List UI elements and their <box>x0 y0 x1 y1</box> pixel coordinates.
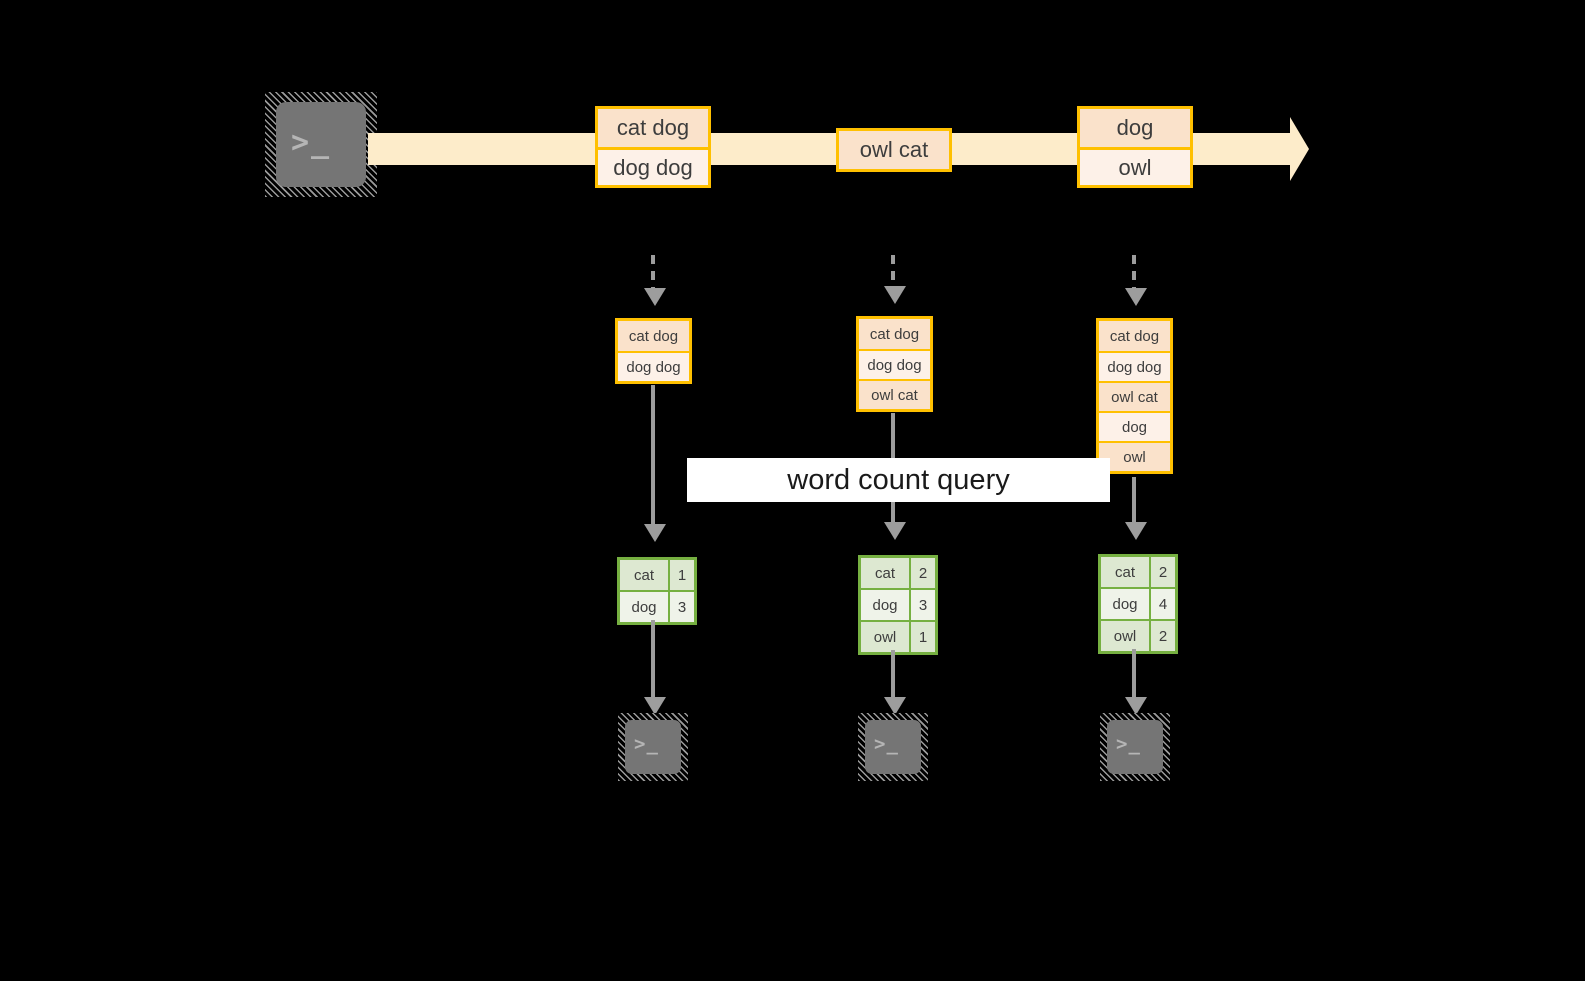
result-count: 2 <box>1149 557 1175 587</box>
sink-terminal-icon: >_ <box>618 713 688 781</box>
stream-event-box: owl cat <box>836 128 952 172</box>
stream-event-line: dog <box>1080 109 1190 147</box>
query-flow-line <box>1132 477 1136 525</box>
query-flow-arrowhead <box>644 524 666 542</box>
stream-event-line: owl <box>1080 147 1190 185</box>
accumulated-event-line: dog <box>1099 411 1170 441</box>
result-word: owl <box>861 622 909 652</box>
result-count: 1 <box>909 622 935 652</box>
accumulated-event-line: dog dog <box>618 351 689 381</box>
table-row: dog 3 <box>620 590 694 622</box>
terminal-prompt-label: >_ <box>634 733 659 755</box>
table-row: dog 3 <box>861 588 935 620</box>
stream-arrow-head <box>1290 117 1309 181</box>
terminal-body <box>625 720 681 774</box>
snapshot-tap-arrowhead <box>644 288 666 306</box>
sink-terminal-icon: >_ <box>858 713 928 781</box>
result-word: dog <box>861 590 909 620</box>
result-count: 2 <box>909 558 935 588</box>
sink-flow-line <box>1132 649 1136 700</box>
table-row: cat 2 <box>861 558 935 588</box>
stream-event-line: dog dog <box>598 147 708 185</box>
result-count: 1 <box>668 560 694 590</box>
query-result-table: cat 2 dog 4 owl 2 <box>1098 554 1178 654</box>
sink-flow-arrowhead <box>644 697 666 715</box>
snapshot-tap-arrowhead <box>1125 288 1147 306</box>
terminal-body <box>1107 720 1163 774</box>
table-row: dog 4 <box>1101 587 1175 619</box>
accumulated-event-line: owl <box>1099 441 1170 471</box>
query-result-table: cat 2 dog 3 owl 1 <box>858 555 938 655</box>
sink-flow-line <box>891 650 895 700</box>
query-label: word count query <box>687 458 1110 502</box>
accumulated-events-box: cat dog dog dog owl cat <box>856 316 933 412</box>
accumulated-events-box: cat dog dog dog <box>615 318 692 384</box>
query-flow-arrowhead <box>1125 522 1147 540</box>
snapshot-tap-line <box>1132 255 1136 290</box>
accumulated-event-line: cat dog <box>1099 321 1170 351</box>
accumulated-events-box: cat dog dog dog owl cat dog owl <box>1096 318 1173 474</box>
result-word: owl <box>1101 621 1149 651</box>
result-count: 3 <box>909 590 935 620</box>
table-row: owl 1 <box>861 620 935 652</box>
query-result-table: cat 1 dog 3 <box>617 557 697 625</box>
accumulated-event-line: owl cat <box>1099 381 1170 411</box>
accumulated-event-line: dog dog <box>1099 351 1170 381</box>
stream-event-box: cat dog dog dog <box>595 106 711 188</box>
result-word: cat <box>620 560 668 590</box>
snapshot-tap-line <box>651 255 655 290</box>
snapshot-tap-arrowhead <box>884 286 906 304</box>
sink-flow-line <box>651 620 655 700</box>
stream-event-line: cat dog <box>598 109 708 147</box>
result-count: 4 <box>1149 589 1175 619</box>
query-flow-line <box>651 385 655 527</box>
sink-terminal-icon: >_ <box>1100 713 1170 781</box>
source-terminal-icon: >_ <box>265 92 377 197</box>
table-row: cat 2 <box>1101 557 1175 587</box>
snapshot-tap-line <box>891 255 895 288</box>
terminal-prompt-label: >_ <box>291 125 332 160</box>
terminal-body <box>865 720 921 774</box>
stream-event-line: owl cat <box>839 131 949 169</box>
terminal-prompt-label: >_ <box>1116 733 1141 755</box>
sink-flow-arrowhead <box>1125 697 1147 715</box>
terminal-prompt-label: >_ <box>874 733 899 755</box>
table-row: cat 1 <box>620 560 694 590</box>
query-flow-arrowhead <box>884 522 906 540</box>
result-word: cat <box>861 558 909 588</box>
table-row: owl 2 <box>1101 619 1175 651</box>
accumulated-event-line: cat dog <box>618 321 689 351</box>
sink-flow-arrowhead <box>884 697 906 715</box>
result-count: 3 <box>668 592 694 622</box>
terminal-body <box>276 102 366 187</box>
result-word: dog <box>1101 589 1149 619</box>
result-word: dog <box>620 592 668 622</box>
accumulated-event-line: owl cat <box>859 379 930 409</box>
result-word: cat <box>1101 557 1149 587</box>
accumulated-event-line: cat dog <box>859 319 930 349</box>
stream-event-box: dog owl <box>1077 106 1193 188</box>
accumulated-event-line: dog dog <box>859 349 930 379</box>
result-count: 2 <box>1149 621 1175 651</box>
